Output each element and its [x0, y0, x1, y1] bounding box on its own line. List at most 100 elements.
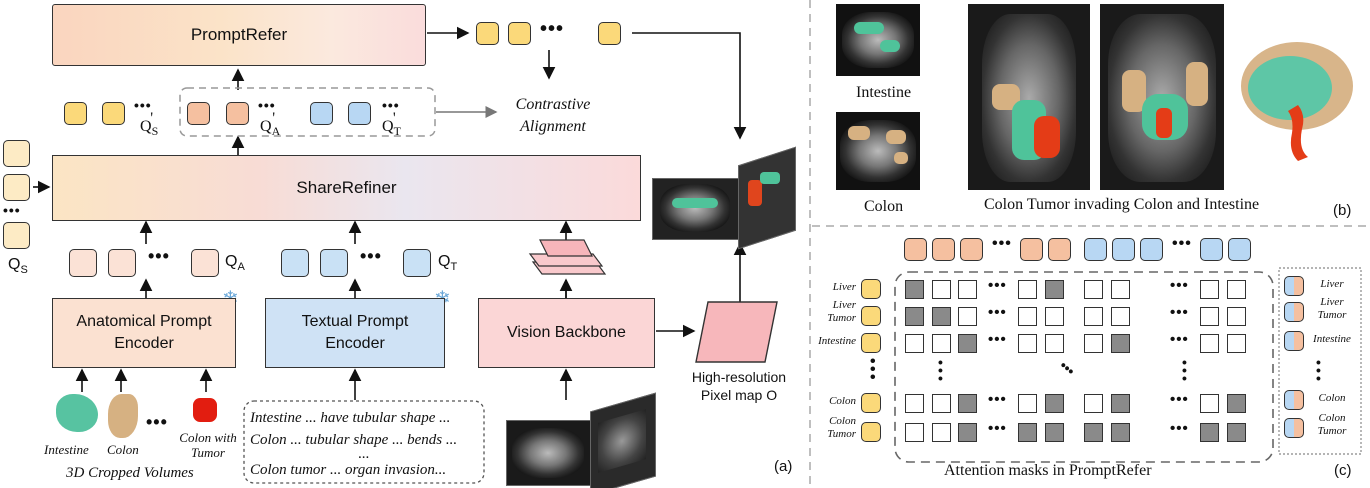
pixel-map-label: High-resolution Pixel map O — [691, 369, 787, 403]
vertical-ellipsis: ••• — [1316, 354, 1321, 386]
sharerefiner-block: ShareRefiner — [52, 155, 641, 221]
qa-token — [191, 249, 219, 277]
mask-cell — [1084, 394, 1103, 413]
output-token — [476, 22, 499, 45]
mask-frame — [894, 271, 1274, 463]
right-token — [1284, 390, 1304, 410]
refined-token-t — [310, 102, 333, 125]
right-token — [1284, 276, 1304, 296]
header-token-t — [1140, 238, 1163, 261]
ellipsis: ••• — [360, 246, 382, 266]
right-token-label: Liver — [1320, 278, 1344, 290]
mask-cell — [905, 394, 924, 413]
refined-token-s — [64, 102, 87, 125]
vertical-ellipsis: ••• — [870, 353, 876, 386]
mask-cell — [1111, 334, 1130, 353]
qs-token — [3, 140, 30, 167]
organ-3d-render — [1241, 42, 1353, 161]
intestine-ct-slice — [836, 4, 920, 76]
right-token — [1284, 418, 1304, 438]
intestine-volume — [56, 394, 98, 432]
ellipsis: ••• — [988, 304, 1007, 321]
header-token-a — [932, 238, 955, 261]
mask-cell — [1045, 334, 1064, 353]
mask-cell — [958, 280, 977, 299]
mask-cell — [1084, 334, 1103, 353]
qa-label: QA — [225, 253, 245, 274]
pixel-map-shape — [695, 301, 778, 363]
right-token-label: Colon — [1318, 392, 1346, 404]
vision-backbone: Vision Backbone — [478, 298, 655, 368]
header-token-t — [1084, 238, 1107, 261]
mask-cell — [958, 334, 977, 353]
refined-token-t — [348, 102, 371, 125]
mask-cell — [1084, 307, 1103, 326]
text-prompt-box — [243, 400, 485, 484]
panel-c-label: (c) — [1334, 462, 1352, 479]
mask-cell — [1018, 334, 1037, 353]
mask-row-token — [861, 422, 881, 442]
mask-cell — [905, 280, 924, 299]
mask-cell — [1045, 280, 1064, 299]
mask-cell — [1018, 307, 1037, 326]
vertical-ellipsis: ••• — [1182, 354, 1187, 386]
qa-token — [108, 249, 136, 277]
output-ct-volume — [652, 146, 800, 250]
vertical-ellipsis: ••• — [938, 354, 943, 386]
colon-ct-slice — [836, 112, 920, 190]
mask-cell — [1200, 307, 1219, 326]
header-token-a — [904, 238, 927, 261]
text-prompt-line-2: Colon ... tubular shape ... bends ... — [250, 432, 458, 448]
header-token-t — [1112, 238, 1135, 261]
panel-c-caption: Attention masks in PromptRefer — [944, 462, 1152, 479]
qt-token — [281, 249, 309, 277]
mask-row-label: Colon — [829, 395, 856, 407]
qs-token — [3, 222, 30, 249]
header-token-t — [1228, 238, 1251, 261]
refined-token-a — [187, 102, 210, 125]
refined-token-s — [102, 102, 125, 125]
right-token-label: Intestine — [1313, 333, 1351, 345]
ellipsis: ••• — [382, 97, 400, 113]
volume-label-intestine: Intestine — [44, 442, 89, 457]
colon-tumor-volume — [193, 398, 217, 422]
ellipsis: ••• — [988, 391, 1007, 408]
output-token — [508, 22, 531, 45]
panel-a-label: (a) — [774, 458, 793, 475]
ellipsis: ••• — [988, 331, 1007, 348]
ellipsis: ••• — [1170, 420, 1189, 437]
ellipsis: ••• — [992, 235, 1012, 252]
mask-cell — [1084, 423, 1103, 442]
mask-row-token — [861, 393, 881, 413]
ellipsis: ••• — [988, 420, 1007, 437]
colon-volume — [108, 394, 138, 438]
qa-prime-label: QA' — [260, 110, 281, 139]
ellipsis: ••• — [134, 97, 152, 113]
qt-label: QT — [438, 253, 458, 274]
right-token — [1284, 302, 1304, 322]
ellipsis: ••• — [1172, 235, 1192, 252]
textual-prompt-encoder: Textual Prompt Encoder — [265, 298, 445, 368]
mask-cell — [1200, 280, 1219, 299]
qs-prime-label: QS' — [140, 110, 159, 139]
ellipsis: ••• — [1170, 277, 1189, 294]
mask-cell — [1111, 423, 1130, 442]
mask-cell — [1045, 307, 1064, 326]
ellipsis: ••• — [1170, 331, 1189, 348]
mask-cell — [1200, 423, 1219, 442]
anatomical-prompt-encoder: Anatomical Prompt Encoder — [52, 298, 236, 368]
text-prompt-line-4: Colon tumor ... organ invasion... — [250, 462, 447, 478]
promptrefer-label: PromptRefer — [190, 25, 288, 44]
mask-cell — [905, 423, 924, 442]
volume-label-colon-tumor: Colon with Tumor — [179, 430, 237, 460]
promptrefer-block: PromptRefer — [52, 4, 426, 66]
mask-cell — [1018, 394, 1037, 413]
right-label-frame — [1278, 267, 1362, 455]
ellipsis: ••• — [258, 97, 276, 113]
header-token-a — [960, 238, 983, 261]
mask-cell — [1200, 394, 1219, 413]
mask-cell — [1111, 307, 1130, 326]
